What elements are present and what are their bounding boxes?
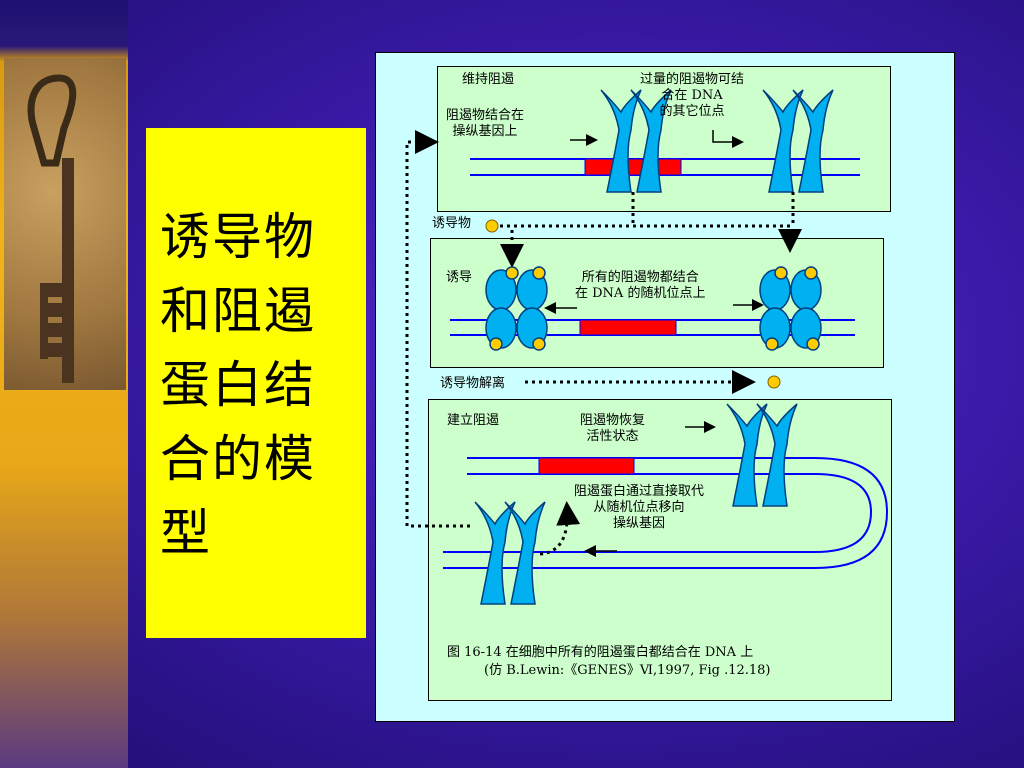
dissociation-label: 诱导物解离	[440, 376, 506, 391]
inducer-label: 诱导物	[432, 216, 472, 231]
inactive-repressor	[485, 266, 548, 351]
panel2-note: 所有的阻遏物都结合 在 DNA 的随机位点上	[575, 270, 706, 301]
key-image	[4, 58, 126, 390]
repressor-dimer	[762, 89, 834, 193]
slide-title: 诱导物和阻遏蛋白结合的模型	[160, 208, 316, 562]
figure-source: (仿 B.Lewin:《GENES》Ⅵ,1997, Fig .12.18)	[484, 663, 771, 678]
key-icon	[27, 74, 77, 383]
panel2-heading: 诱导	[446, 270, 473, 285]
panel1-left-note: 阻遏物结合在 操纵基因上	[446, 108, 525, 139]
dna-loop-panel3	[443, 457, 889, 569]
panel1-heading: 维持阻遏	[462, 72, 515, 87]
title-box	[146, 128, 366, 638]
figure-caption: 图 16-14 在细胞中所有的阻遏蛋白都结合在 DNA 上	[447, 645, 754, 660]
inactive-repressor	[759, 266, 822, 351]
panel3-mid-note: 阻遏蛋白通过直接取代 从随机位点移向 操纵基因	[574, 484, 705, 531]
dna-strand-panel1	[470, 158, 860, 176]
operator-region	[538, 457, 635, 475]
repressor-dimer	[726, 403, 798, 507]
repressor-dimer	[474, 501, 546, 605]
repressor-dimer	[600, 89, 672, 193]
panel1-right-note: 过量的阻遏物可结 合在 DNA 的其它位点	[640, 72, 745, 119]
panel3-top-note: 阻遏物恢复 活性状态	[580, 413, 646, 444]
panel3-heading: 建立阻遏	[447, 413, 500, 428]
panel-establish-repression	[428, 399, 892, 701]
diagram-graphics	[405, 89, 889, 605]
